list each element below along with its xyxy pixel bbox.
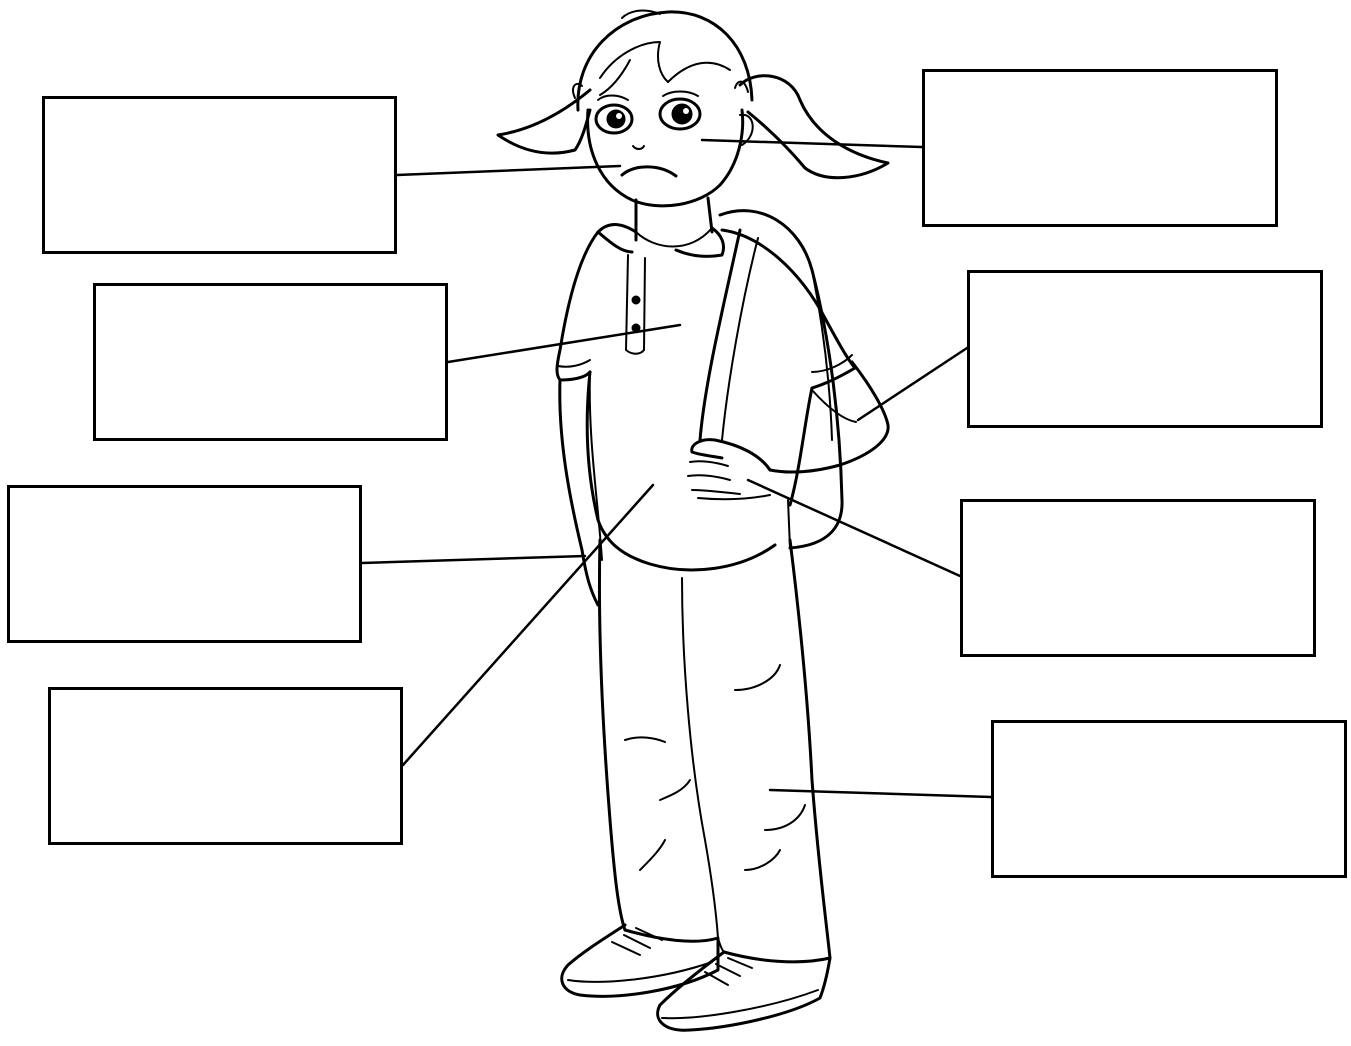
mouth-icon bbox=[622, 167, 676, 176]
arm-right-icon bbox=[770, 362, 888, 472]
label-box-arm[interactable] bbox=[967, 270, 1323, 428]
pigtail-right-icon bbox=[735, 76, 888, 178]
label-box-stomach[interactable] bbox=[48, 687, 403, 845]
leader-line-leg bbox=[770, 790, 991, 797]
leader-line-hand bbox=[748, 480, 960, 576]
shirt-icon bbox=[557, 225, 855, 570]
label-box-leg[interactable] bbox=[991, 720, 1347, 878]
pigtail-left-icon bbox=[498, 84, 590, 153]
hand-right-icon bbox=[688, 440, 770, 500]
label-box-hand-left[interactable] bbox=[7, 485, 362, 643]
trousers-icon bbox=[599, 540, 830, 962]
leader-line-eyes bbox=[702, 140, 922, 147]
leader-lines bbox=[362, 140, 991, 797]
label-box-hand[interactable] bbox=[960, 499, 1316, 657]
leader-line-arm bbox=[858, 348, 967, 420]
leader-line-hand-left bbox=[362, 556, 585, 563]
label-box-shirt[interactable] bbox=[93, 283, 448, 441]
eyes-icon bbox=[596, 92, 700, 134]
label-box-mouth[interactable] bbox=[42, 96, 397, 254]
leader-line-mouth bbox=[397, 166, 620, 175]
label-box-eyes[interactable] bbox=[922, 69, 1278, 227]
arm-left-icon bbox=[560, 372, 602, 605]
leader-line-stomach bbox=[403, 485, 653, 765]
nose-icon bbox=[633, 146, 644, 149]
